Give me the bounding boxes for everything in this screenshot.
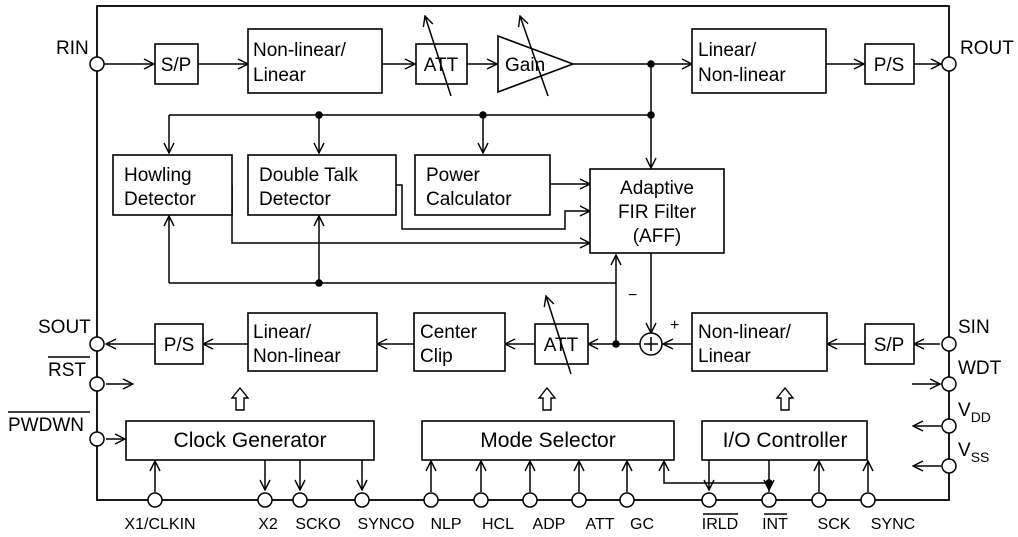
side-pin-wiring: [106, 384, 941, 466]
howling-line2: Detector: [124, 189, 196, 210]
pin-sin: SIN: [958, 317, 990, 338]
gain-block: Gain: [497, 16, 576, 97]
sp-top-block: S/P: [154, 43, 199, 85]
power-line2: Calculator: [426, 189, 512, 210]
double-talk-detector-block: Double Talk Detector: [247, 154, 397, 216]
ps-bot-label: P/S: [164, 335, 195, 356]
nl-top-line2: Linear: [253, 65, 306, 86]
nl-bot-line1: Non-linear/: [698, 322, 792, 343]
pin-sck: SCK: [818, 516, 851, 533]
double-line2: Detector: [259, 189, 331, 210]
pin-adp: ADP: [533, 516, 566, 533]
detector-wiring: [169, 64, 651, 344]
up-arrow-mode-icon: [537, 386, 557, 411]
pin-circles: [89, 56, 957, 508]
control-up-arrows: [230, 386, 795, 411]
center-line2: Clip: [420, 346, 453, 367]
pin-vdd: VDD: [958, 400, 991, 425]
pin-vss: VSS: [958, 440, 989, 465]
ps-top-label: P/S: [874, 55, 905, 76]
pin-x1clkin: X1/CLKIN: [124, 516, 195, 533]
linear-nonlinear-bottom-block: Linear/ Non-linear: [247, 312, 378, 372]
clock-label: Clock Generator: [174, 429, 327, 452]
io-label: I/O Controller: [723, 429, 848, 452]
sp-top-label: S/P: [161, 55, 192, 76]
up-arrow-clock-icon: [230, 386, 250, 411]
ps-bottom-block: P/S: [154, 323, 204, 365]
nonlinear-linear-top-block: Non-linear/ Linear: [247, 28, 383, 94]
pin-synco: SYNCO: [358, 516, 415, 533]
aff-block: Adaptive FIR Filter (AFF): [589, 168, 725, 254]
nl-top-line1: Non-linear/: [253, 40, 347, 61]
sp-bottom-block: S/P: [864, 323, 915, 365]
nonlinear-linear-bottom-block: Non-linear/ Linear: [691, 312, 828, 372]
pin-x2: X2: [258, 516, 278, 533]
power-line1: Power: [426, 165, 481, 186]
pin-irld: IRLD: [702, 516, 738, 533]
center-line1: Center: [420, 322, 478, 343]
up-arrow-io-icon: [775, 386, 795, 411]
ln-top-line1: Linear/: [698, 40, 757, 61]
pin-sync: SYNC: [871, 516, 915, 533]
aff-line1: Adaptive: [620, 178, 694, 199]
side-pin-labels: RIN ROUT SOUT RST PWDWN SIN WDT VDD VSS: [8, 38, 1014, 465]
aff-line2: FIR Filter: [618, 202, 697, 223]
pin-rout: ROUT: [960, 38, 1014, 59]
ps-top-block: P/S: [864, 43, 915, 85]
pin-wdt: WDT: [958, 358, 1002, 379]
clock-generator-block: Clock Generator: [125, 420, 375, 461]
nl-bot-line2: Linear: [698, 346, 751, 367]
linear-nonlinear-top-block: Linear/ Non-linear: [691, 28, 827, 94]
pin-scko: SCKO: [295, 516, 340, 533]
att-bottom-block: ATT: [534, 296, 589, 375]
power-calculator-block: Power Calculator: [414, 154, 551, 216]
howling-line1: Howling: [124, 165, 192, 186]
pin-hcl: HCL: [482, 516, 514, 533]
pin-pwdwn: PWDWN: [8, 415, 84, 436]
pin-att: ATT: [585, 516, 614, 533]
io-controller-block: I/O Controller: [701, 420, 868, 461]
ln-bot-line1: Linear/: [253, 322, 312, 343]
center-clip-block: Center Clip: [413, 312, 506, 372]
pin-gc: GC: [630, 516, 654, 533]
pin-nlp: NLP: [430, 516, 461, 533]
aff-line3: (AFF): [633, 226, 682, 247]
bottom-pin-wiring: [155, 460, 868, 492]
pin-rin: RIN: [56, 38, 89, 59]
sp-bot-label: S/P: [874, 335, 905, 356]
bottom-pin-labels: X1/CLKIN X2 SCKO SYNCO NLP HCL ADP ATT G…: [124, 513, 915, 533]
ln-top-line2: Non-linear: [698, 65, 786, 86]
summing-junction: − +: [628, 287, 679, 356]
pin-int: INT: [762, 516, 788, 533]
plus-sign: +: [670, 317, 679, 334]
mode-label: Mode Selector: [480, 429, 615, 452]
minus-sign: −: [628, 287, 637, 304]
howling-detector-block: Howling Detector: [112, 154, 233, 216]
pin-sout: SOUT: [38, 317, 91, 338]
pin-rst: RST: [48, 360, 86, 381]
ln-bot-line2: Non-linear: [253, 346, 341, 367]
att-top-block: ATT: [415, 16, 468, 97]
double-line1: Double Talk: [259, 165, 358, 186]
mode-selector-block: Mode Selector: [421, 420, 675, 461]
